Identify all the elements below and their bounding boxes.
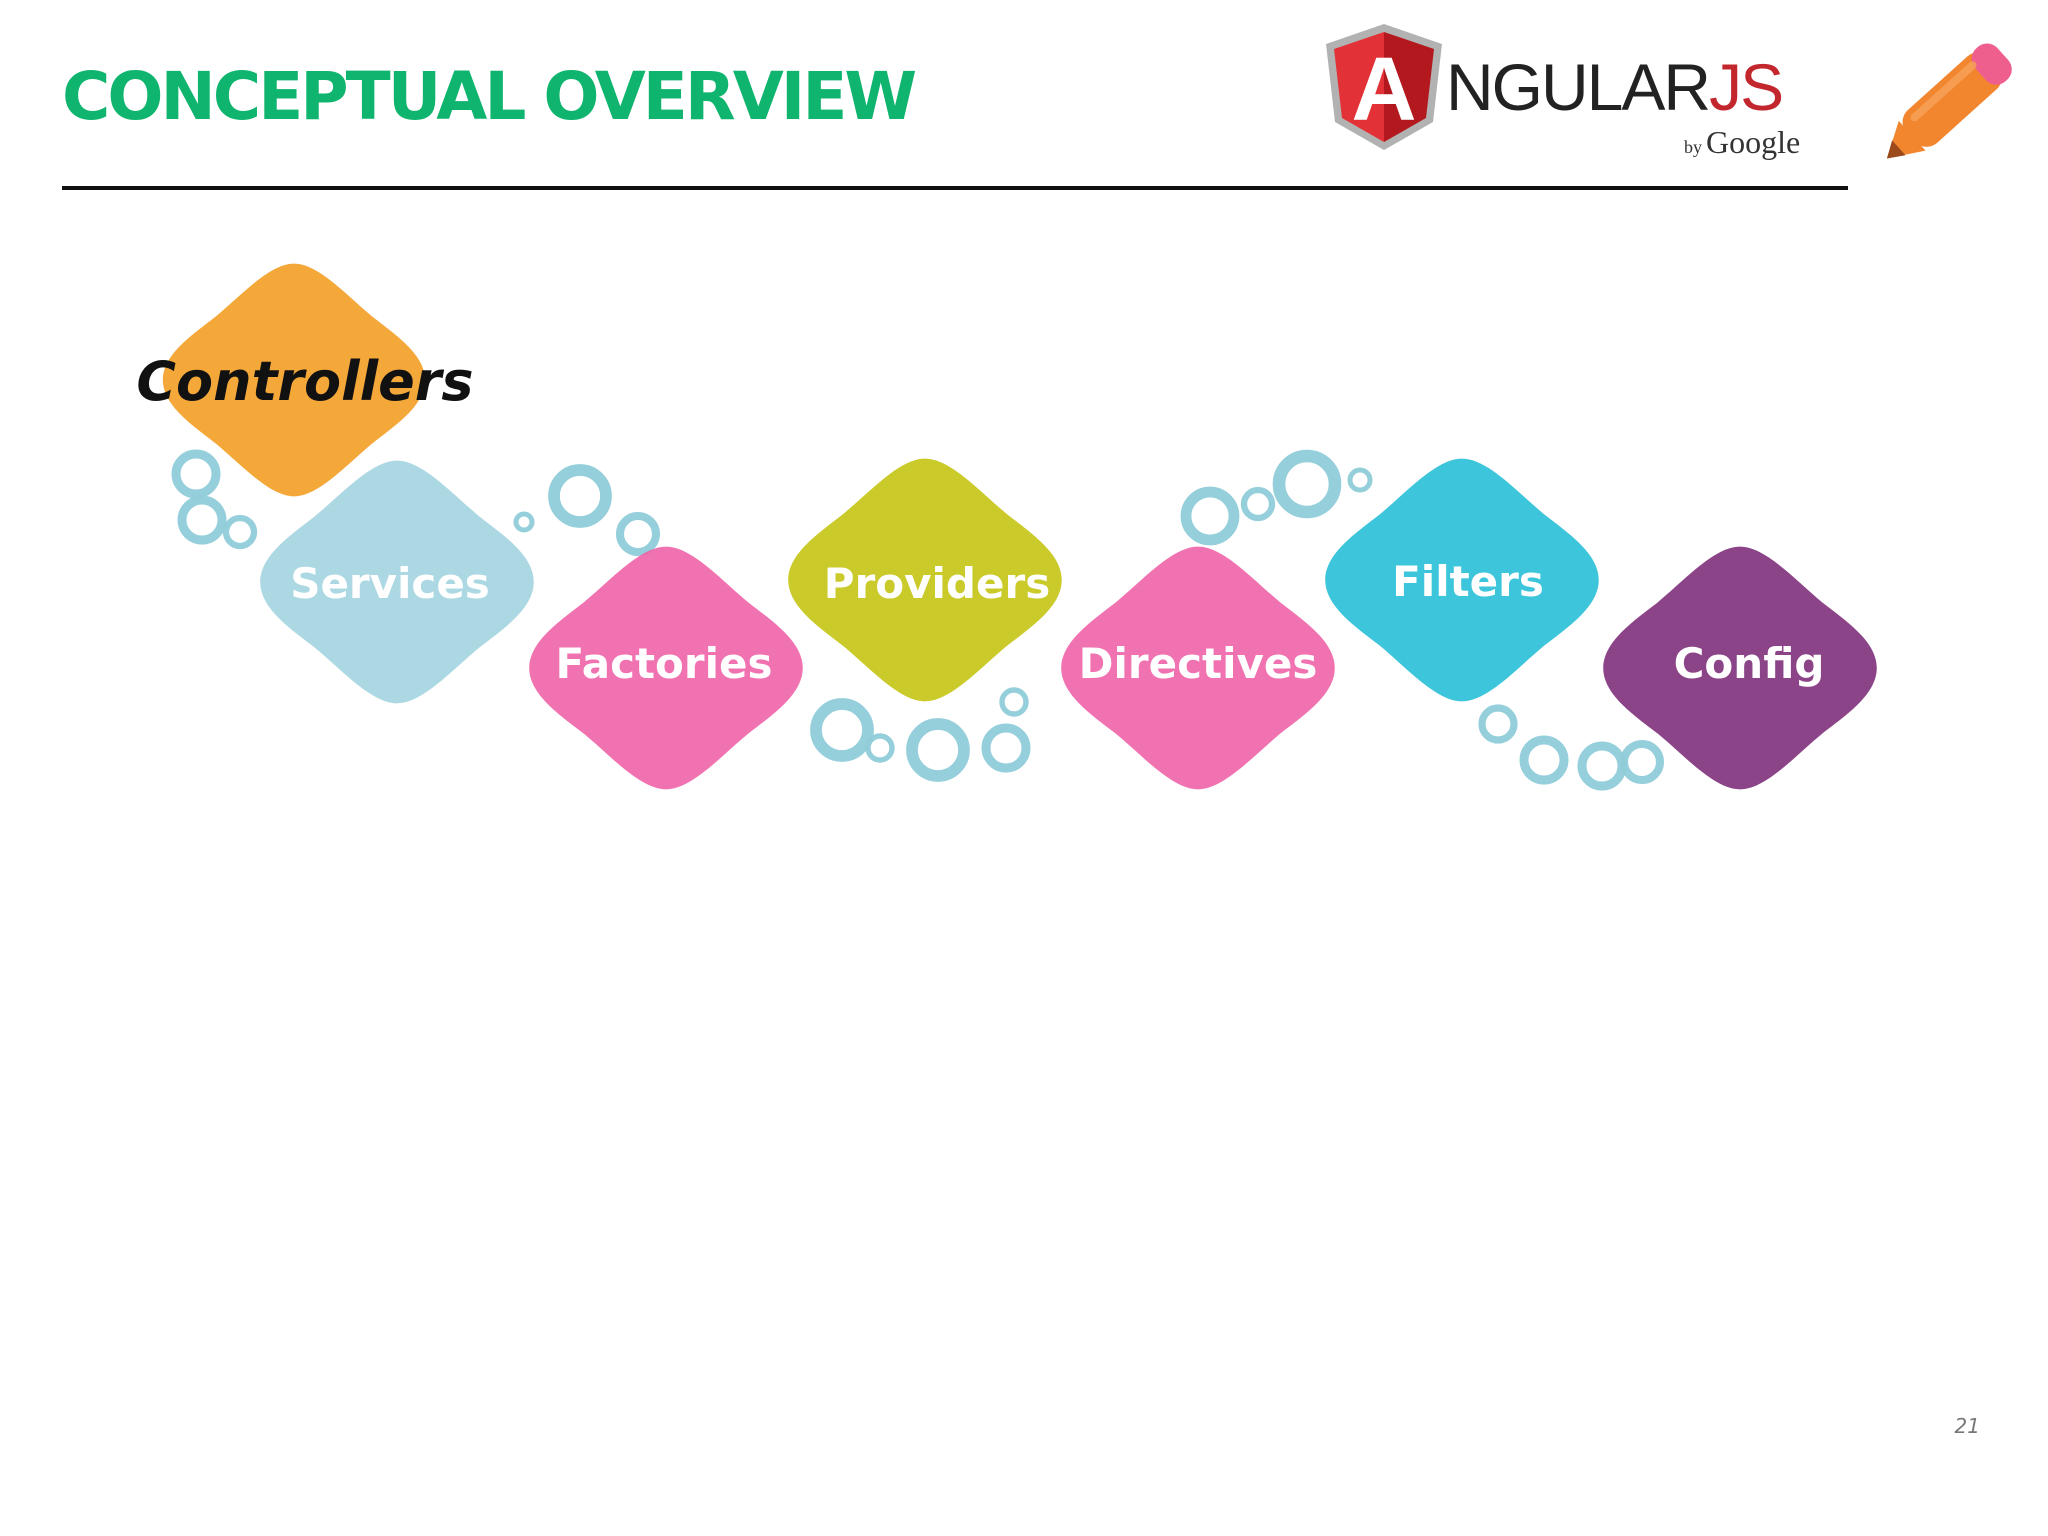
bubble-icon	[1347, 467, 1373, 493]
bubble-icon	[1478, 704, 1518, 744]
title-divider	[62, 186, 1848, 190]
logo-company: Google	[1706, 124, 1801, 160]
bubble-icon	[513, 511, 535, 533]
bubble-icon	[1577, 741, 1627, 791]
logo-by: by	[1684, 137, 1702, 157]
bubble-icon	[1519, 735, 1569, 785]
directives-label: Directives	[1078, 639, 1318, 688]
controllers-label: Controllers	[136, 350, 474, 413]
bubble-icon	[548, 464, 612, 528]
angular-shield-icon: A	[1326, 24, 1442, 150]
bubble-icon	[999, 687, 1029, 717]
logo-byline: by Google	[1684, 122, 1800, 169]
logo-wordmark: NGULARJS	[1446, 50, 1784, 124]
bubble-icon	[1619, 739, 1665, 785]
services-label: Services	[290, 559, 490, 608]
slide-title: CONCEPTUAL OVERVIEW	[62, 58, 917, 135]
angularjs-logo: A NGULARJS by Google	[1322, 22, 1822, 162]
bubble-icon	[865, 733, 895, 763]
config-label: Config	[1673, 639, 1825, 688]
shield-letter: A	[1352, 40, 1417, 140]
bubble-icon	[906, 718, 970, 782]
decorative-bubbles	[171, 449, 1665, 791]
pencil-icon	[1886, 43, 2012, 159]
bubble-icon	[1180, 486, 1240, 546]
bubble-icon	[981, 723, 1031, 773]
bubble-icon	[810, 698, 874, 762]
concepts-diagram	[162, 263, 1877, 791]
providers-label: Providers	[823, 559, 1051, 608]
bubble-icon	[615, 511, 661, 557]
logo-word-main: NGULAR	[1446, 50, 1711, 124]
bubble-icon	[1240, 486, 1276, 522]
logo-word-accent: JS	[1709, 50, 1784, 124]
bubble-icon	[1272, 449, 1342, 519]
page-number: 21	[1954, 1414, 1980, 1438]
bubble-icon	[177, 495, 227, 545]
bubble-icon	[171, 449, 221, 499]
factories-label: Factories	[555, 639, 773, 688]
filters-label: Filters	[1392, 557, 1544, 606]
bubble-icon	[222, 514, 258, 550]
